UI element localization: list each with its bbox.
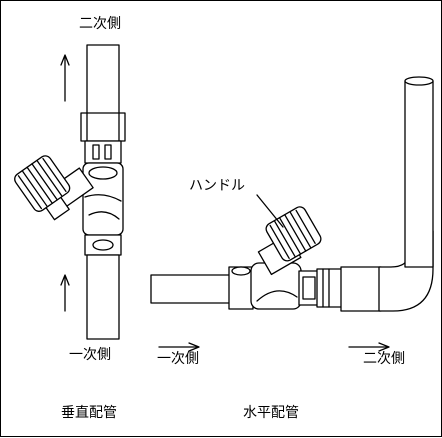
horizontal-piping-caption: 水平配管 <box>243 405 299 421</box>
horizontal-left-pipe <box>150 274 232 304</box>
vertical-piping-caption: 垂直配管 <box>61 405 117 421</box>
horizontal-primary-side-label: 一次側 <box>157 351 199 367</box>
horizontal-piping <box>150 76 434 352</box>
vertical-piping <box>14 44 126 340</box>
horizontal-flow-arrows <box>158 342 390 352</box>
vertical-primary-side-label: 一次側 <box>69 347 111 363</box>
vertical-lower-pipe <box>86 254 120 340</box>
vertical-upper-union <box>84 140 122 164</box>
vertical-flow-arrows <box>60 54 70 312</box>
horizontal-riser-pipe <box>404 80 434 268</box>
horizontal-secondary-side-label: 二次側 <box>363 351 405 367</box>
horizontal-handle <box>265 206 322 262</box>
handle-label: ハンドル <box>189 178 245 194</box>
vertical-handle <box>14 155 71 212</box>
horizontal-right-coupling <box>316 268 346 308</box>
vertical-upper-pipe <box>86 44 120 126</box>
vertical-secondary-side-label: 二次側 <box>79 16 121 32</box>
handle-leader-line <box>256 194 284 228</box>
